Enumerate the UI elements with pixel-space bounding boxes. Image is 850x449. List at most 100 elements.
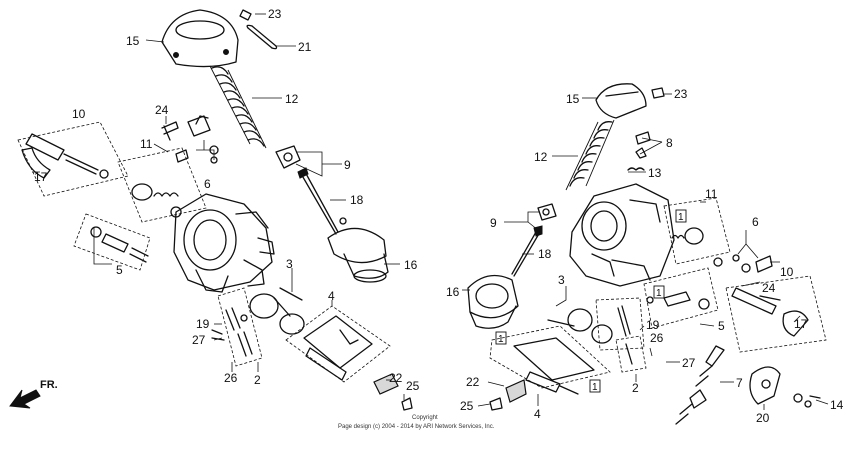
callout-right-4: 4 [534, 407, 541, 421]
callout-left-12: 12 [285, 92, 299, 106]
callout-right-1a: 1 [678, 212, 684, 223]
callout-right-1d: 1 [592, 382, 598, 393]
callout-right-17: 17 [794, 317, 808, 331]
callout-left-22: 22 [389, 371, 403, 385]
copyright-notice: Copyright Page design (c) 2004 - 2014 by… [338, 415, 495, 430]
callout-right-box-1b [653, 285, 665, 299]
right-box-5 [643, 267, 719, 329]
left-top-cover [161, 9, 239, 68]
callout-right-27: 27 [682, 356, 696, 370]
right-float [567, 308, 613, 344]
callout-right-11: 11 [705, 187, 718, 201]
callout-right-23: 23 [674, 87, 688, 101]
right-top-cover [595, 83, 647, 119]
callout-left-24: 24 [155, 103, 169, 117]
callout-left-19: 19 [196, 317, 210, 331]
front-direction-indicator: FR. [9, 379, 58, 409]
left-screw-25 [401, 397, 413, 411]
callout-right-16: 16 [446, 285, 460, 299]
callout-right-25: 25 [460, 399, 474, 413]
left-screw-24 [161, 121, 179, 141]
left-parts-6 [175, 115, 219, 164]
callout-right-18: 18 [538, 247, 552, 261]
front-arrow-icon [9, 389, 41, 409]
callout-left-3: 3 [286, 257, 293, 271]
callout-right-14: 14 [830, 398, 844, 412]
copyright-line-1: Copyright [412, 415, 438, 421]
left-leader-lines [32, 13, 405, 400]
callout-left-15: 15 [126, 34, 140, 48]
callout-right-20: 20 [756, 411, 770, 425]
left-box-10 [17, 121, 129, 197]
callout-left-4: 4 [328, 289, 335, 303]
callout-right-12: 12 [534, 150, 548, 164]
callout-left-26: 26 [224, 371, 238, 385]
callout-right-box-1d [589, 379, 601, 393]
left-box-2 [211, 287, 263, 367]
callout-right-box-1a [675, 209, 687, 223]
right-parts-6 [732, 254, 773, 273]
callout-right-6: 6 [752, 215, 759, 229]
callout-right-7: 7 [736, 376, 743, 390]
callout-right-3: 3 [558, 273, 565, 287]
callout-left-5: 5 [116, 263, 123, 277]
copyright-line-2: Page design (c) 2004 - 2014 by ARI Netwo… [338, 424, 495, 430]
right-piston-16 [467, 274, 519, 329]
left-bowl-box-4 [285, 305, 391, 383]
callout-left-25: 25 [406, 379, 420, 393]
right-screw-25 [489, 397, 503, 411]
callout-right-1c: 1 [498, 334, 504, 345]
right-box-19-26 [595, 297, 645, 351]
right-box-17 [725, 275, 827, 353]
callout-left-17: 17 [34, 170, 48, 184]
callout-right-24: 24 [762, 281, 776, 295]
callout-numbers: 15 23 21 12 10 24 11 17 6 9 18 5 16 3 4 … [34, 7, 844, 425]
callout-left-2: 2 [254, 373, 261, 387]
callout-right-8: 8 [666, 136, 673, 150]
right-carburetor-assembly [462, 83, 829, 425]
right-bowl-box-4 [489, 325, 611, 395]
callout-left-18: 18 [350, 193, 364, 207]
callout-right-15: 15 [566, 92, 580, 106]
callout-left-10: 10 [72, 107, 86, 121]
front-direction-label: FR. [40, 379, 58, 391]
callout-right-2: 2 [632, 381, 639, 395]
callout-left-9: 9 [344, 158, 351, 172]
left-jet-needle-18 [297, 167, 339, 235]
callout-right-5: 5 [718, 319, 725, 333]
right-gasket-3 [547, 319, 575, 327]
callout-left-11: 11 [140, 137, 153, 151]
callout-right-22: 22 [466, 375, 480, 389]
right-box-11 [663, 197, 731, 267]
right-lever-20 [749, 366, 781, 405]
left-float [249, 293, 305, 335]
left-needle-holder-9 [275, 145, 301, 169]
callout-right-10: 10 [780, 265, 794, 279]
right-box-2 [615, 335, 647, 373]
left-gasket-3 [279, 287, 303, 301]
callout-right-13: 13 [648, 166, 662, 180]
callout-right-box-1c [495, 331, 507, 345]
callout-right-19: 19 [646, 318, 660, 332]
callout-right-26: 26 [650, 331, 664, 345]
callout-left-23: 23 [268, 7, 282, 21]
left-spring-12 [209, 65, 267, 149]
callout-left-27: 27 [192, 333, 206, 347]
callout-left-6: 6 [204, 177, 211, 191]
left-box-11 [117, 147, 207, 223]
callout-right-1b: 1 [656, 288, 662, 299]
callout-left-16: 16 [404, 258, 418, 272]
left-carburetor-body [173, 193, 275, 293]
right-screw-8 [635, 131, 651, 159]
right-spring-13 [627, 167, 645, 171]
left-carburetor-assembly [17, 9, 413, 411]
right-leader-lines [462, 93, 829, 410]
left-screw-23 [239, 9, 252, 21]
callout-left-21: 21 [298, 40, 312, 54]
left-drain-22 [373, 373, 399, 395]
left-clip-21 [246, 24, 278, 50]
right-drain-22 [505, 379, 527, 403]
callout-right-9: 9 [490, 216, 497, 230]
right-spring-12 [565, 119, 615, 191]
